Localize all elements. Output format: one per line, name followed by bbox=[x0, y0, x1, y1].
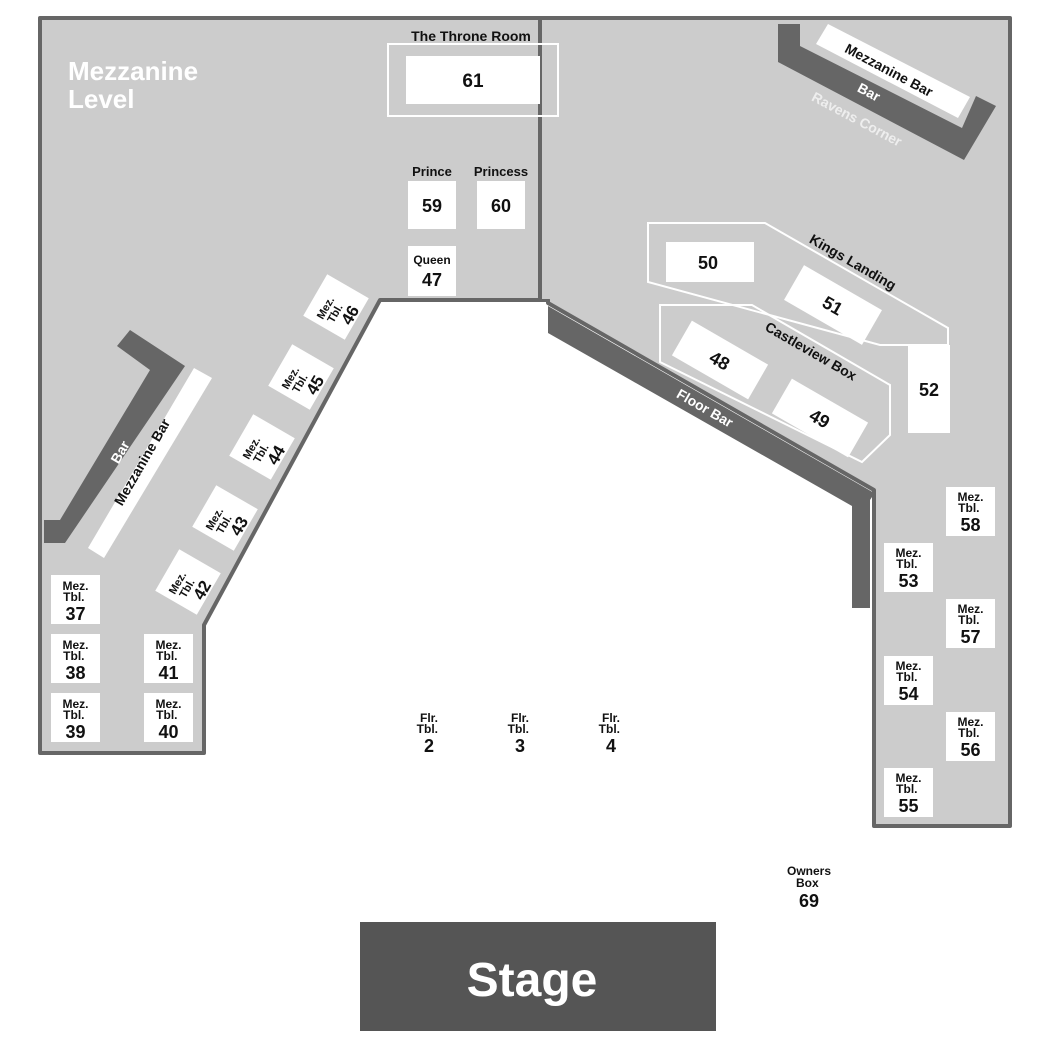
seat-61-number: 61 bbox=[462, 71, 484, 92]
mez-table-41[interactable]: Mez.Tbl. 41 bbox=[144, 634, 193, 683]
mez-table-53[interactable]: Mez.Tbl. 53 bbox=[884, 543, 933, 592]
seat-50[interactable]: 50 bbox=[666, 242, 754, 282]
left-bar bbox=[44, 330, 185, 543]
mez-table-55-number: 55 bbox=[898, 796, 918, 816]
seat-50-number: 50 bbox=[698, 253, 718, 273]
seat-47[interactable]: Queen 47 bbox=[408, 246, 456, 296]
seat-60[interactable]: 60 bbox=[477, 181, 525, 229]
floor-table-4-number: 4 bbox=[606, 736, 616, 756]
mez-table-57-number: 57 bbox=[960, 627, 980, 647]
throne-room-label: The Throne Room bbox=[411, 28, 531, 44]
level-title-line1: Mezzanine bbox=[68, 56, 198, 86]
mez-table-41-text: Mez.Tbl. 41 bbox=[155, 638, 181, 683]
mez-table-46[interactable]: Mez.Tbl. 46 bbox=[303, 274, 370, 341]
mez-table-55[interactable]: Mez.Tbl. 55 bbox=[884, 768, 933, 817]
mez-table-58[interactable]: Mez.Tbl. 58 bbox=[946, 487, 995, 536]
mezzanine-floor-right bbox=[538, 16, 1012, 828]
floor-table-2[interactable]: Flr.Tbl. 2 bbox=[406, 708, 452, 758]
mez-table-57-text: Mez.Tbl. 57 bbox=[957, 602, 983, 647]
seat-47-number: 47 bbox=[422, 270, 442, 290]
floor-table-4[interactable]: Flr.Tbl. 4 bbox=[588, 708, 634, 758]
seat-52[interactable]: 52 bbox=[908, 345, 950, 433]
mez-table-56[interactable]: Mez.Tbl. 56 bbox=[946, 712, 995, 761]
mez-table-54[interactable]: Mez.Tbl. 54 bbox=[884, 656, 933, 705]
mez-table-40-text: Mez.Tbl. 40 bbox=[155, 697, 181, 742]
mez-table-39-number: 39 bbox=[65, 722, 85, 742]
mez-table-55-text: Mez.Tbl. 55 bbox=[895, 771, 921, 816]
floor-table-3-text: Flr.Tbl. 3 bbox=[508, 711, 533, 756]
floor-table-3[interactable]: Flr.Tbl. 3 bbox=[497, 708, 543, 758]
mez-table-56-text: Mez.Tbl. 56 bbox=[957, 715, 983, 760]
floor-seam bbox=[542, 20, 554, 299]
mez-table-40-number: 40 bbox=[158, 722, 178, 742]
prince-label: Prince bbox=[412, 164, 452, 179]
floor-table-4-text: Flr.Tbl. 4 bbox=[599, 711, 624, 756]
mez-table-57[interactable]: Mez.Tbl. 57 bbox=[946, 599, 995, 648]
seat-60-number: 60 bbox=[491, 196, 511, 216]
mez-table-58-number: 58 bbox=[960, 515, 980, 535]
seat-59[interactable]: 59 bbox=[408, 181, 456, 229]
mez-table-38-number: 38 bbox=[65, 663, 85, 683]
mez-table-58-text: Mez.Tbl. 58 bbox=[957, 490, 983, 535]
mez-table-39-text: Mez.Tbl. 39 bbox=[62, 697, 88, 742]
mez-table-44[interactable]: Mez.Tbl. 44 bbox=[229, 414, 296, 481]
mez-table-38-text: Mez.Tbl. 38 bbox=[62, 638, 88, 683]
seat-52-number: 52 bbox=[919, 380, 939, 400]
floor-bar bbox=[548, 306, 876, 608]
left-mezzanine-bar bbox=[88, 368, 212, 558]
floor-table-3-number: 3 bbox=[515, 736, 525, 756]
mez-table-37-number: 37 bbox=[65, 604, 85, 624]
mez-table-38[interactable]: Mez.Tbl. 38 bbox=[51, 634, 100, 683]
floor-table-2-text: Flr.Tbl. 2 bbox=[417, 711, 442, 756]
throne-room-frame bbox=[387, 43, 559, 117]
mez-table-39[interactable]: Mez.Tbl. 39 bbox=[51, 693, 100, 742]
castleview-frame bbox=[659, 304, 891, 464]
floor-table-2-number: 2 bbox=[424, 736, 434, 756]
stage bbox=[360, 922, 716, 1031]
mez-table-56-number: 56 bbox=[960, 740, 980, 760]
mez-table-41-number: 41 bbox=[158, 663, 178, 683]
mez-table-53-text: Mez.Tbl. 53 bbox=[895, 546, 921, 591]
mez-table-54-text: Mez.Tbl. 54 bbox=[895, 659, 921, 704]
mez-table-40[interactable]: Mez.Tbl. 40 bbox=[144, 693, 193, 742]
level-title-line2: Level bbox=[68, 84, 135, 114]
top-right-mezzanine-bar bbox=[816, 24, 970, 118]
mez-table-53-number: 53 bbox=[898, 571, 918, 591]
seat-59-number: 59 bbox=[422, 196, 442, 216]
queen-label: Queen bbox=[413, 253, 450, 267]
level-title: Mezzanine Level bbox=[68, 56, 205, 114]
seat-61[interactable]: 61 bbox=[406, 56, 540, 104]
stage-label: Stage bbox=[467, 954, 598, 1007]
mez-table-42[interactable]: Mez.Tbl. 42 bbox=[155, 549, 222, 616]
mez-table-54-number: 54 bbox=[898, 684, 918, 704]
princess-label: Princess bbox=[474, 164, 528, 179]
top-right-bar bbox=[778, 24, 996, 160]
seat-51[interactable]: 51 bbox=[784, 265, 882, 345]
owners-box-number: 69 bbox=[799, 891, 819, 911]
seat-48[interactable]: 48 bbox=[671, 320, 769, 400]
mez-table-37-text: Mez.Tbl. 37 bbox=[62, 579, 88, 624]
seat-49[interactable]: 49 bbox=[771, 378, 869, 458]
mez-table-37[interactable]: Mez.Tbl. 37 bbox=[51, 575, 100, 624]
